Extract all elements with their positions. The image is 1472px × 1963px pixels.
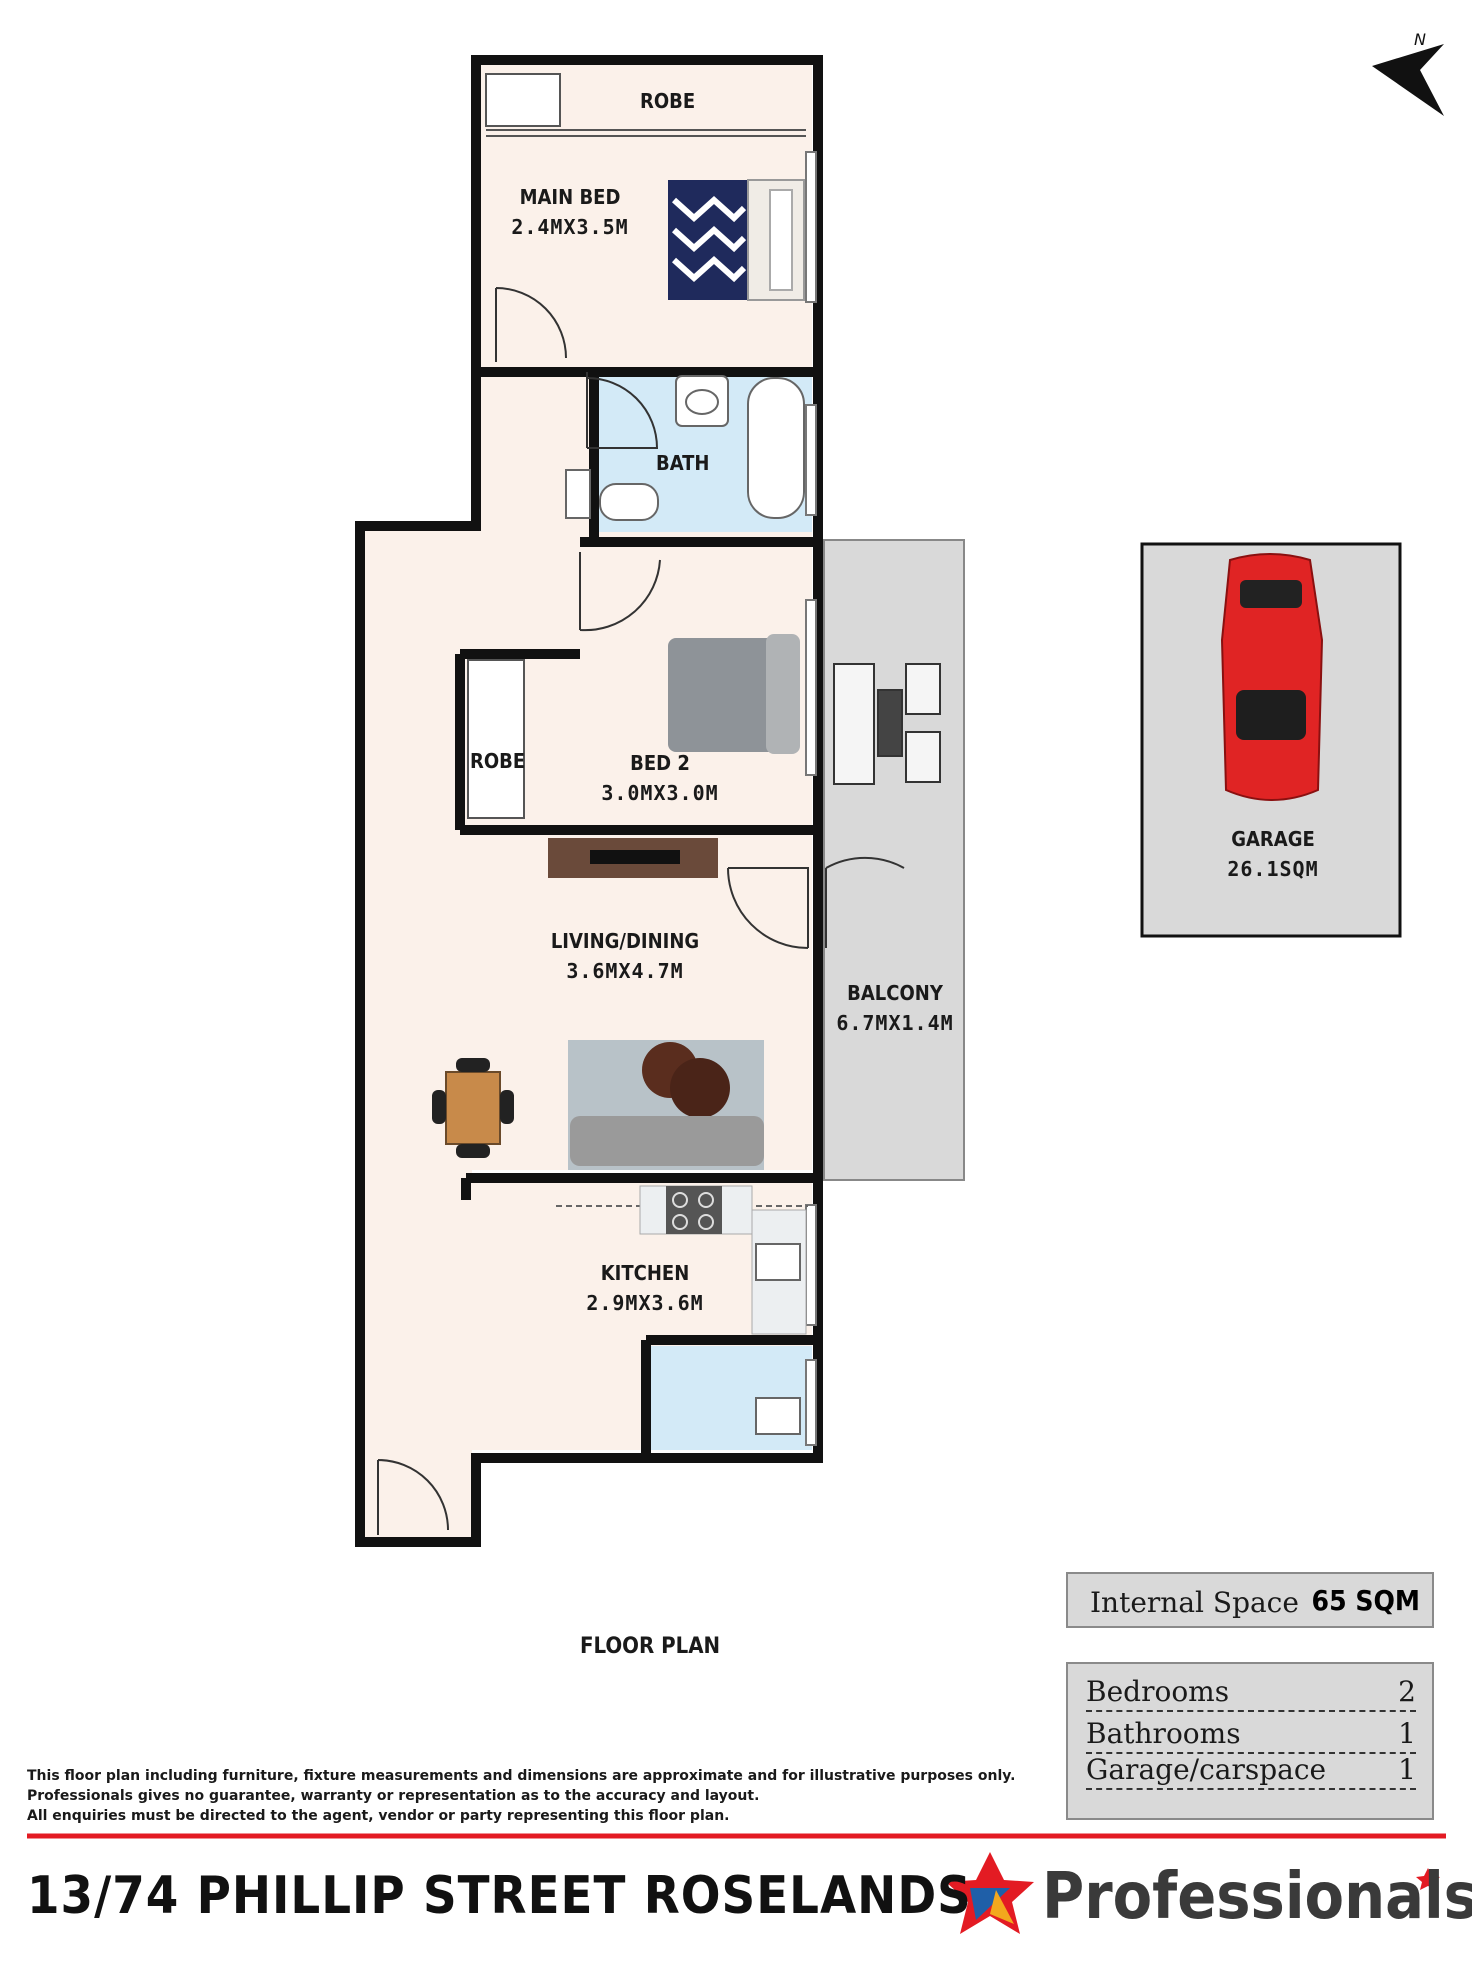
basin [675,375,729,427]
main-bed-furniture [668,179,805,301]
balcony-furniture [833,663,941,785]
internal-space-box: Internal Space 65 SQM [1066,1572,1434,1628]
laundry-tub [755,1397,801,1435]
garage-box [1140,542,1402,938]
plan-title: FLOOR PLAN [580,1634,721,1659]
features-box [1066,1662,1434,1820]
north-arrow-icon [1372,44,1444,116]
toilet [599,483,659,521]
door-swings [377,287,905,1535]
property-address: 13/74 PHILLIP STREET ROSELANDS [27,1866,972,1926]
small-star-icon [1416,1868,1440,1890]
brand-star-icon [946,1852,1034,1934]
bed2-furniture [668,634,800,754]
robe-main-label: ROBE [640,89,696,113]
walls [355,55,823,1547]
bed2-robe-unit [467,659,525,819]
robe-bed2-label: ROBE [470,749,526,773]
living-furniture [432,838,764,1170]
main-robe-unit [485,73,561,127]
disclaimer: This floor plan including furniture, fix… [27,1768,1016,1824]
compass-label: N [1414,30,1426,49]
windows [805,151,817,1446]
sofa [570,1116,764,1166]
brand-name: Professionals [1042,1860,1472,1934]
bath-label: BATH [656,451,710,475]
kitchen-sink [755,1243,801,1281]
internal-space-label: Internal Space [1090,1586,1299,1619]
bath-fixtures [565,375,805,521]
internal-space-value: 65 SQM [1311,1584,1420,1617]
bathtub [747,377,805,519]
kitchen-fixtures [556,1185,808,1435]
dining-table [445,1071,501,1145]
